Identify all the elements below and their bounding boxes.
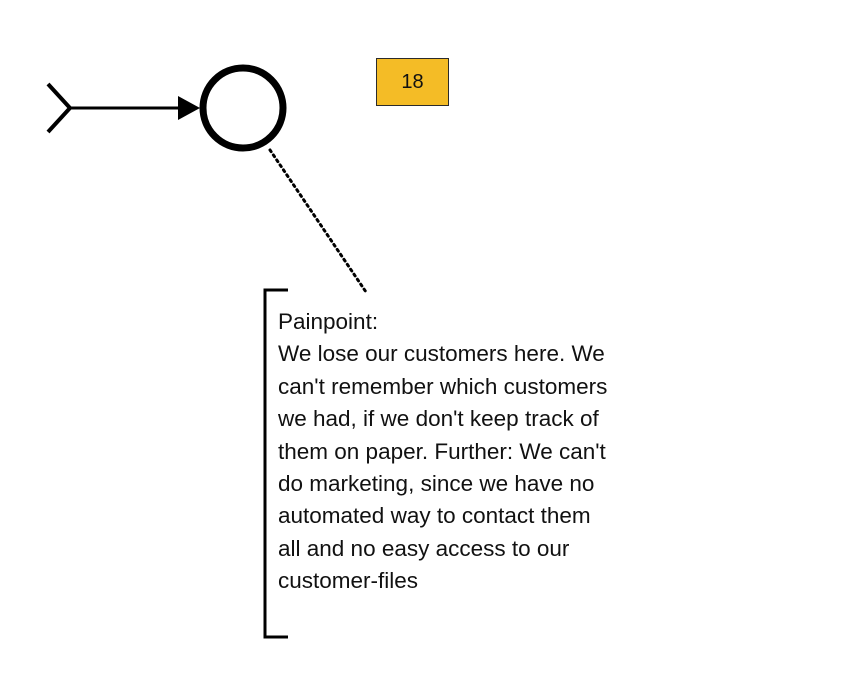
- annotation-line: them on paper. Further: We can't: [278, 438, 606, 464]
- annotation-line: We lose our customers here. We: [278, 341, 605, 367]
- step-number-badge: 18: [376, 58, 449, 106]
- annotation-line: do marketing, since we have no: [278, 471, 595, 497]
- annotation-line: Painpoint:: [278, 309, 379, 334]
- painpoint-annotation: Painpoint: We lose our customers here. W…: [278, 306, 698, 598]
- event-circle[interactable]: [199, 64, 287, 152]
- annotation-bracket: [263, 288, 288, 639]
- annotation-line: automated way to contact them: [278, 503, 591, 529]
- annotation-line: customer-files: [278, 568, 419, 594]
- annotation-line: all and no easy access to our: [278, 535, 570, 561]
- annotation-line: we had, if we don't keep track of: [278, 406, 599, 432]
- association-dotted-line: [268, 148, 368, 294]
- incoming-shape-edge: [46, 82, 73, 134]
- annotation-line: can't remember which customers: [278, 373, 608, 399]
- sequence-flow-arrowhead: [178, 96, 200, 120]
